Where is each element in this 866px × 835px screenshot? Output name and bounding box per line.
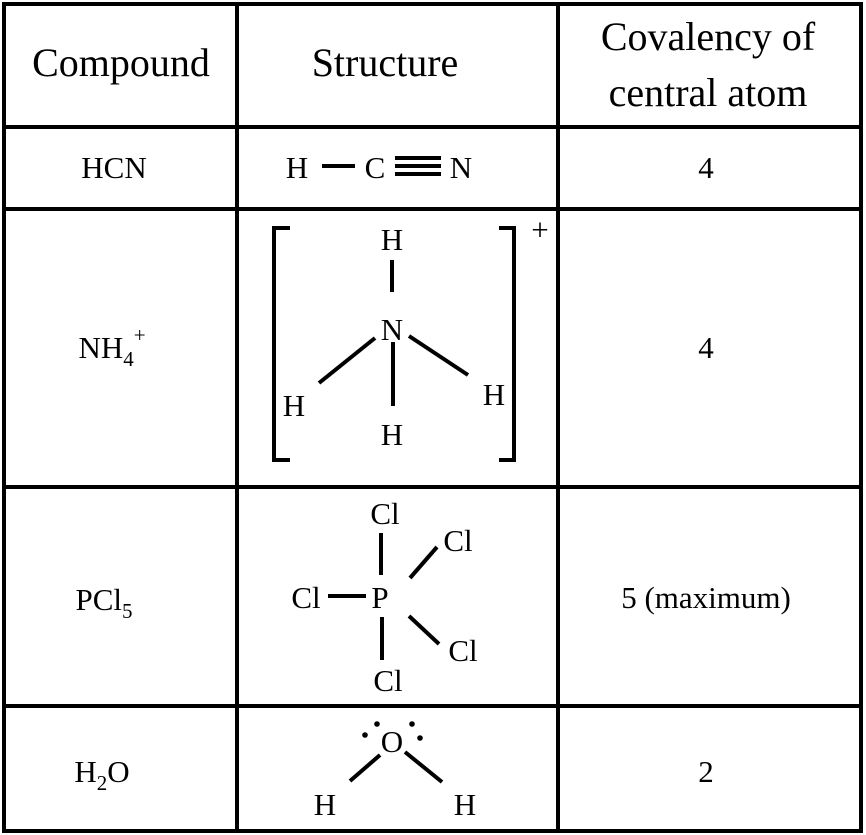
- header-structure: Structure: [312, 40, 459, 85]
- header-compound: Compound: [32, 40, 210, 85]
- atom-h-left: H: [314, 787, 336, 822]
- compound-h2o: H2O: [74, 754, 129, 795]
- structure-h2o: O H H: [314, 721, 476, 822]
- atom-n: N: [450, 150, 472, 185]
- structure-pcl5: Cl Cl Cl P Cl Cl: [291, 496, 477, 698]
- compound-pcl5: PCl5: [75, 582, 132, 623]
- covalency-nh4: 4: [698, 330, 714, 365]
- atom-cl-top: Cl: [370, 496, 399, 531]
- atom-h-top: H: [381, 222, 403, 257]
- right-bracket: [499, 226, 516, 462]
- table-row-nh4: NH4+ + H N H H H 4: [78, 212, 714, 462]
- lone-pair-dots: [362, 721, 423, 741]
- atom-h: H: [286, 150, 308, 185]
- table-row-pcl5: PCl5 Cl Cl Cl P Cl Cl 5 (maximum): [75, 496, 790, 698]
- atom-h-bottom: H: [381, 417, 403, 452]
- atom-n: N: [381, 312, 403, 347]
- atom-cl-lower-right: Cl: [448, 633, 477, 668]
- atom-cl-upper-right: Cl: [443, 523, 472, 558]
- atom-p: P: [371, 580, 388, 615]
- left-bracket: [272, 226, 290, 462]
- atom-cl-left: Cl: [291, 580, 320, 615]
- atom-h-right: H: [483, 377, 505, 412]
- structure-hcn: H C N: [286, 150, 472, 185]
- table-row-h2o: H2O O H H 2: [74, 721, 714, 822]
- atom-cl-bottom: Cl: [373, 663, 402, 698]
- header-covalency-line2: central atom: [609, 70, 808, 115]
- atom-c: C: [365, 150, 386, 185]
- header-covalency-line1: Covalency of: [601, 14, 816, 59]
- atom-o: O: [381, 724, 403, 759]
- covalency-pcl5: 5 (maximum): [621, 580, 791, 615]
- covalency-h2o: 2: [698, 754, 714, 789]
- atom-h-right: H: [454, 787, 476, 822]
- compound-nh4: NH4+: [78, 323, 145, 371]
- covalency-hcn: 4: [698, 150, 714, 185]
- structure-nh4: + H N H H H: [272, 212, 549, 462]
- charge-plus: +: [531, 212, 548, 247]
- compound-hcn: HCN: [81, 150, 146, 185]
- atom-h-left: H: [283, 388, 305, 423]
- table-row-hcn: HCN H C N 4: [81, 150, 714, 185]
